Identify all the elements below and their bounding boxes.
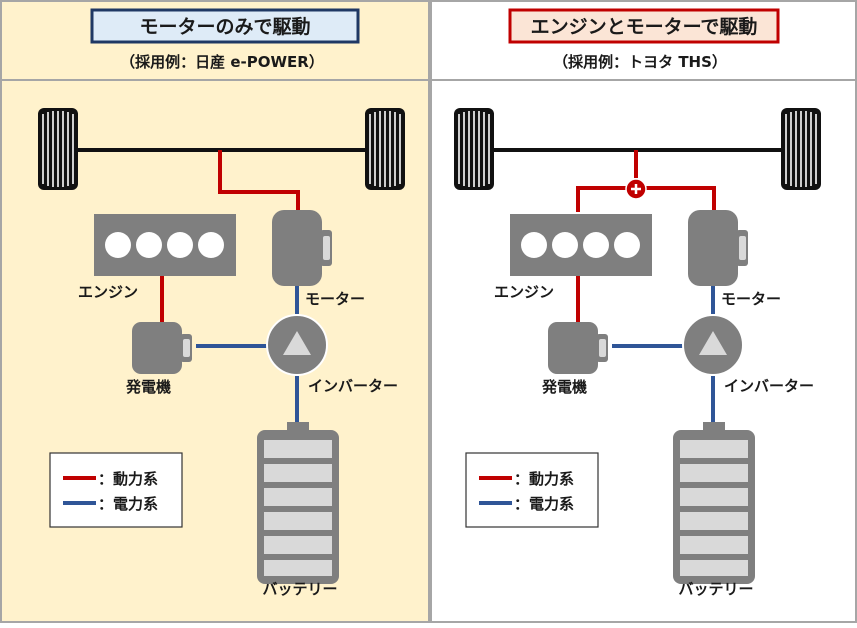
left-panel: モーターのみで駆動 （採用例：日産 e-POWER） エンジン モーター 発電機…	[0, 0, 430, 623]
right-battery	[673, 422, 755, 584]
right-engine	[510, 214, 652, 276]
left-inverter-label: インバーター	[308, 377, 398, 395]
right-panel-background	[430, 0, 857, 623]
left-subtitle: （採用例：日産 e-POWER）	[120, 53, 324, 71]
right-motor-label: モーター	[721, 290, 781, 308]
right-engine-label: エンジン	[494, 283, 554, 301]
left-engine	[94, 214, 236, 276]
right-legend-powertrain-label: ：動力系	[514, 470, 574, 488]
left-legend: ：動力系 ：電力系	[49, 452, 183, 528]
right-tire-right	[780, 107, 822, 191]
right-panel: エンジンとモーターで駆動 （採用例：トヨタ THS） エンジン モーター 発電機…	[430, 0, 857, 623]
left-title-box	[90, 8, 360, 44]
right-legend-electric-label: ：電力系	[514, 495, 574, 513]
left-battery	[257, 422, 339, 584]
right-legend: ：動力系 ：電力系	[465, 452, 599, 528]
left-battery-label: バッテリー	[262, 580, 337, 598]
left-powertrain-line-motor	[218, 150, 300, 212]
left-legend-electric-label: ：電力系	[98, 495, 158, 513]
left-legend-powertrain-label: ：動力系	[98, 470, 158, 488]
left-motor-label: モーター	[305, 290, 365, 308]
left-tire-left	[37, 107, 79, 191]
right-tire-left	[453, 107, 495, 191]
right-title-box	[508, 8, 780, 44]
right-generator-label: 発電機	[541, 378, 587, 396]
right-title: エンジンとモーターで駆動	[531, 16, 758, 38]
right-inverter-label: インバーター	[724, 377, 814, 395]
left-panel-background	[0, 0, 430, 623]
right-subtitle: （採用例：トヨタ THS）	[553, 53, 727, 71]
left-legend-box	[49, 452, 183, 528]
left-generator-label: 発電機	[125, 378, 171, 396]
left-inverter	[266, 314, 328, 376]
left-title: モーターのみで駆動	[139, 16, 310, 38]
right-inverter	[682, 314, 744, 376]
left-tire-right	[364, 107, 406, 191]
right-legend-box	[465, 452, 599, 528]
left-engine-label: エンジン	[78, 283, 138, 301]
right-battery-label: バッテリー	[678, 580, 753, 598]
